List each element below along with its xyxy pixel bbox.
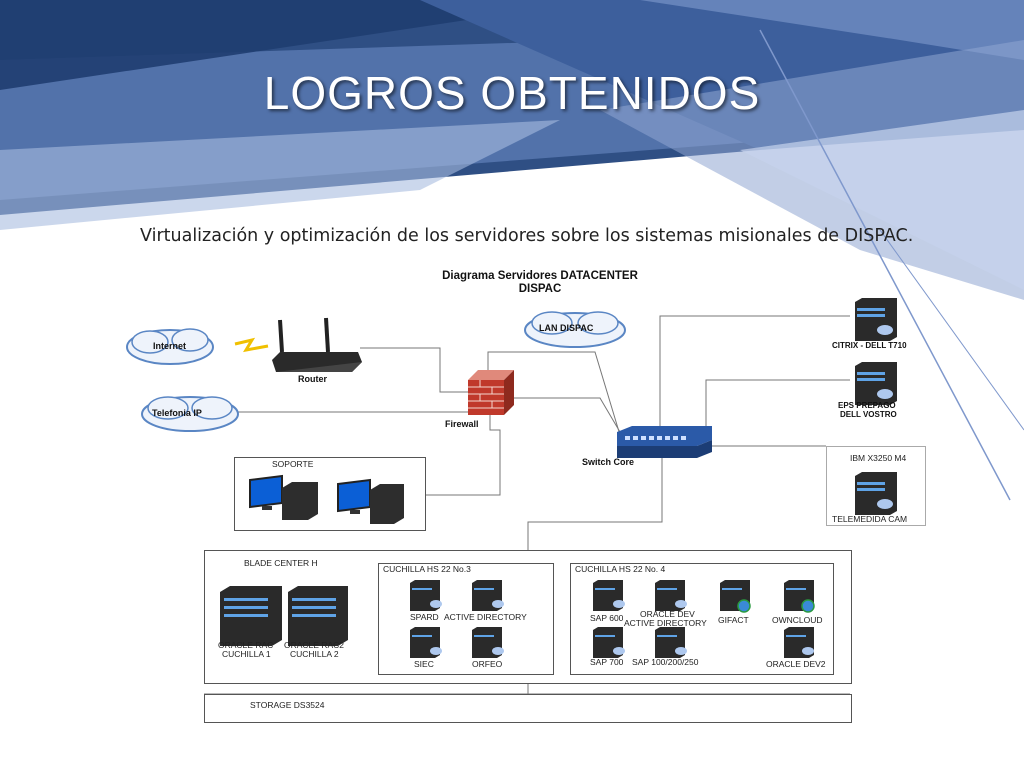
ibm-label: IBM X3250 M4	[850, 453, 907, 463]
slide-title: LOGROS OBTENIDOS	[263, 67, 761, 119]
soporte-box	[234, 457, 426, 531]
diagram-title-line1: Diagrama Servidores DATACENTER	[442, 270, 638, 282]
server-icon	[288, 586, 348, 646]
storage-box	[204, 694, 852, 723]
active-directory-label: ACTIVE DIRECTORY	[444, 612, 527, 622]
sap100-label: SAP 100/200/250	[632, 657, 699, 667]
server-icon	[593, 627, 625, 658]
server-icon	[855, 298, 897, 341]
blade-title: BLADE CENTER H	[244, 558, 318, 568]
eps-label-line1: EPS PREPAGO	[838, 401, 896, 410]
server-icon	[784, 627, 814, 658]
switch-label: Switch Core	[582, 457, 635, 467]
rac1-label-line1: ORACLE RAC	[218, 640, 274, 650]
storage-label: STORAGE DS3524	[250, 700, 325, 710]
blade-center-box	[204, 550, 852, 684]
server-icon	[855, 362, 897, 405]
cloud-internet-icon	[126, 328, 214, 365]
soporte-label: SOPORTE	[272, 459, 314, 469]
server-icon	[410, 580, 442, 611]
eps-label-line2: DELL VOSTRO	[840, 410, 897, 419]
firewall-icon	[468, 370, 514, 415]
siec-label: SIEC	[414, 659, 434, 669]
oracle-dev2-label: ORACLE DEV2	[766, 659, 826, 669]
cuchilla3-box	[378, 563, 554, 675]
oracle-dev-label-line2: ACTIVE DIRECTORY	[624, 618, 707, 628]
orfeo-label: ORFEO	[472, 659, 503, 669]
pc-icon	[249, 474, 318, 520]
spard-label: SPARD	[410, 612, 439, 622]
server-icon	[472, 627, 504, 658]
router-icon	[272, 317, 362, 372]
gifact-label: GIFACT	[718, 615, 749, 625]
oracle-dev-label-line1: ORACLE DEV	[640, 609, 695, 619]
rac2-label-line1: ORACLE RAC2	[284, 640, 344, 650]
diagram-title-line2: DISPAC	[518, 283, 562, 295]
firewall-label: Firewall	[445, 419, 479, 429]
citrix-label: CITRIX - DELL T710	[832, 341, 907, 350]
router-label: Router	[298, 374, 327, 384]
cloud-internet-label: Internet	[153, 341, 187, 351]
sap600-label: SAP 600	[590, 613, 624, 623]
cuchilla4-title: CUCHILLA HS 22 No. 4	[575, 564, 666, 574]
sap700-label: SAP 700	[590, 657, 624, 667]
owncloud-label: OWNCLOUD	[772, 615, 823, 625]
telemedida-label: TELEMEDIDA CAM	[832, 514, 908, 524]
lightning-icon	[234, 337, 269, 353]
cloud-lan-label: LAN DISPAC	[539, 323, 594, 333]
server-icon	[410, 627, 442, 658]
cloud-telefonia-label: Telefonia IP	[152, 408, 202, 418]
rac2-label-line2: CUCHILLA 2	[290, 649, 339, 659]
server-icon	[220, 586, 282, 646]
server-icon	[784, 580, 815, 613]
cloud-lan-icon	[524, 311, 626, 348]
cloud-telefonia-icon	[141, 396, 239, 432]
pc-icon	[337, 478, 404, 524]
ibm-box	[826, 446, 926, 526]
server-icon	[593, 580, 625, 611]
slide-subtitle: Virtualización y optimización de los ser…	[140, 226, 914, 246]
rac1-label-line2: CUCHILLA 1	[222, 649, 271, 659]
cuchilla4-box	[570, 563, 834, 675]
server-icon	[472, 580, 504, 611]
server-icon	[655, 580, 687, 611]
server-icon	[655, 627, 687, 658]
server-icon	[855, 472, 897, 515]
switch-icon	[617, 426, 712, 458]
server-icon	[720, 580, 751, 613]
cuchilla3-title: CUCHILLA HS 22 No.3	[383, 564, 471, 574]
